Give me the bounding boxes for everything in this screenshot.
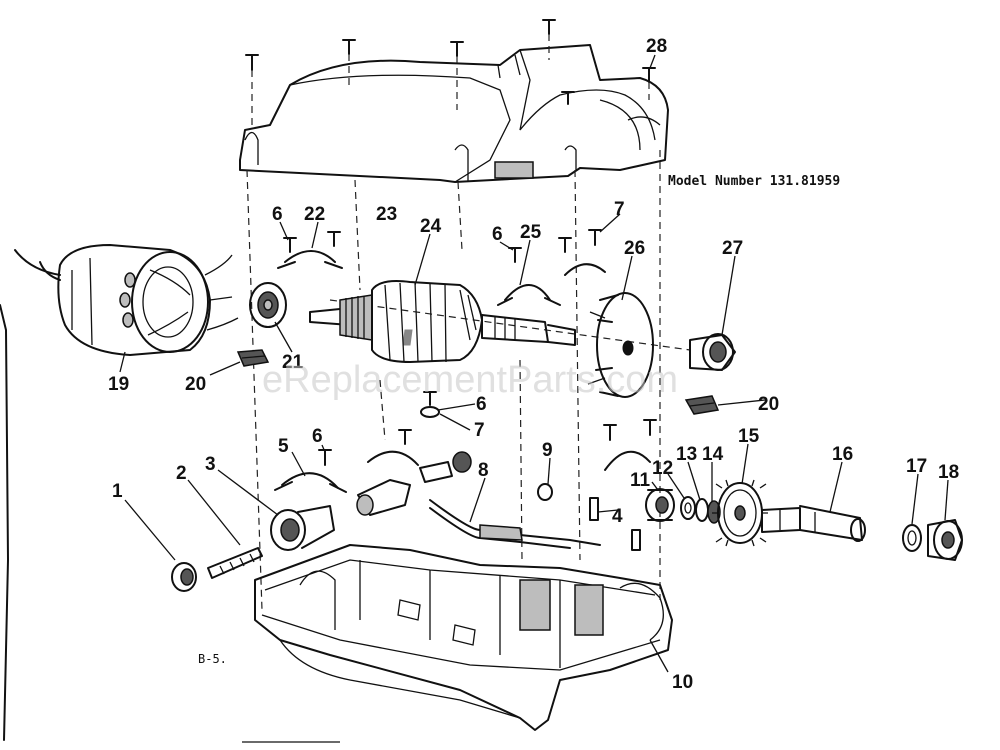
callout-26: 26 [624,238,645,259]
callout-7-upper: 7 [614,199,625,220]
brush-assembly-mid [356,451,472,516]
washer-part-12 [680,496,696,520]
callout-9: 9 [542,440,553,461]
callout-28: 28 [646,36,667,57]
callout-18: 18 [938,462,959,483]
watermark: eReplacementParts.com [262,359,678,401]
callout-1: 1 [112,481,123,502]
cap-part-1 [171,562,197,592]
washer-part-14 [707,500,721,524]
assembly-alignment-lines [246,34,691,611]
callout-6-upper-mid: 6 [492,224,503,245]
collet-part-18 [927,519,963,561]
callout-10: 10 [672,672,693,693]
callout-2: 2 [176,463,187,484]
bearing-bracket-lower-mid [367,429,419,466]
callout-labels: 1 2 3 4 5 6 6 6 6 7 7 8 9 10 11 12 13 14… [108,36,959,693]
callout-7-center: 7 [474,420,485,441]
cord-part-8 [429,499,601,549]
brush-holder-part-3 [270,505,335,551]
callout-25: 25 [520,222,542,243]
callout-6-upper-left: 6 [272,204,283,225]
bearing-bracket-lower-left [274,449,347,493]
callout-20-right: 20 [758,394,779,415]
field-stator-assembly [14,244,239,356]
callout-8: 8 [478,460,489,481]
callout-12: 12 [652,458,673,479]
bottom-housing [254,544,673,731]
bearing-bracket-upper-left [277,231,343,269]
top-cover-screw-group [245,19,656,105]
brush-screw-part-2 [207,547,263,579]
callout-21: 21 [282,352,304,373]
bushing-part-11 [645,488,675,522]
callout-16: 16 [832,444,853,465]
scan-edge [0,304,9,741]
page-code: B-5. [198,652,227,666]
brush-holder-right [684,395,720,415]
armature-rotor [309,280,576,363]
bearing-bracket-upper-right [497,229,606,306]
callout-19: 19 [108,374,129,395]
callout-17: 17 [906,456,927,477]
callout-5: 5 [278,436,289,457]
part-9-clip [537,483,641,551]
washer-screw-6-7 [420,391,440,418]
callout-leaders [119,54,949,673]
callout-22: 22 [304,204,325,225]
callout-20-left: 20 [185,374,206,395]
bearing-right [689,333,736,371]
callout-14: 14 [702,444,724,465]
callout-27: 27 [722,238,743,259]
model-number-label: Model Number 131.81959 [668,174,840,189]
top-housing-cover [239,44,669,183]
spindle-part-16 [761,505,866,542]
brush-holder-left [236,349,270,367]
callout-3: 3 [205,454,216,475]
callout-6-lower-left: 6 [312,426,323,447]
washer-part-17 [902,524,922,552]
callout-11: 11 [630,470,651,491]
bearing-left [249,282,287,328]
cooling-fan [587,292,654,398]
callout-13: 13 [676,444,697,465]
callout-4: 4 [612,506,623,527]
washer-part-13 [695,498,709,522]
callout-23: 23 [376,204,397,225]
callout-15: 15 [738,426,760,447]
bearing-bracket-lower-right [603,419,657,471]
callout-24: 24 [420,216,442,237]
callout-6-center: 6 [476,394,487,415]
